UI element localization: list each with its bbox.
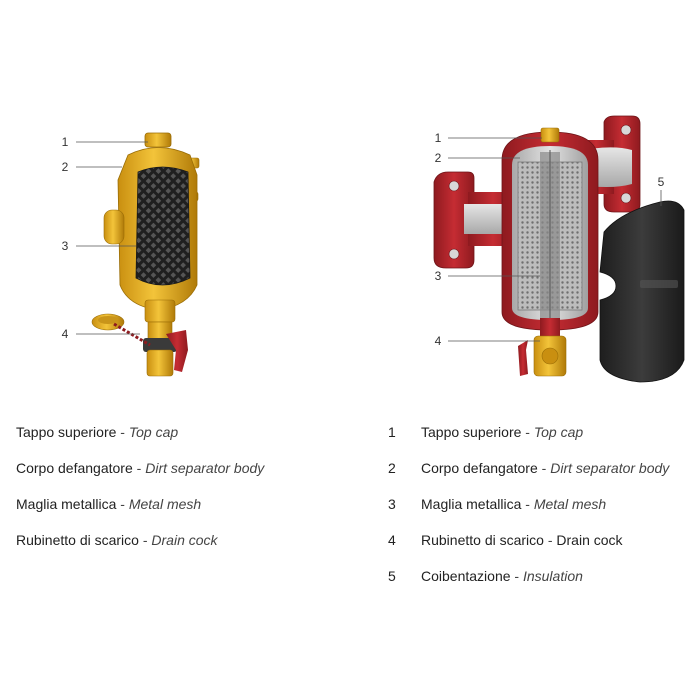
legend-left-en-2: Dirt separator body	[145, 460, 265, 476]
legend-right-it-1: Tappo superiore	[421, 424, 522, 440]
legend-right-num-2: 2	[388, 460, 396, 476]
callout-right-5: 5	[658, 175, 665, 189]
callout-left-3: 3	[62, 239, 69, 253]
callout-right-3: 3	[435, 269, 442, 283]
legend-right-num-5: 5	[388, 568, 396, 584]
top-cap-right	[540, 127, 560, 143]
legend-right-it-5: Coibentazione	[421, 568, 511, 584]
drain-cock-handle-left	[166, 330, 188, 372]
legend-right-en-3: Metal mesh	[533, 496, 607, 512]
drain-cock-handle-right	[518, 340, 528, 376]
callout-lines-right	[448, 137, 662, 342]
metal-mesh-left	[135, 166, 191, 286]
callout-left-1: 1	[62, 135, 69, 149]
legend-left-en-4: Drain cock	[151, 532, 218, 548]
legend-right-num-1: 1	[388, 424, 396, 440]
callout-numbers-left: 1 2 3 4	[62, 135, 69, 341]
legend-left-item: Tappo superiore - Top cap	[16, 424, 179, 440]
flanged-separator	[433, 115, 641, 377]
callout-right-4: 4	[435, 334, 442, 348]
legend-left-item: Rubinetto di scarico - Drain cock	[16, 532, 218, 548]
callout-right-2: 2	[435, 151, 442, 165]
legend-right-num-3: 3	[388, 496, 396, 512]
legend-left-it-1: Tappo superiore	[16, 424, 117, 440]
legend-left-en-1: Top cap	[128, 424, 179, 440]
callout-numbers-right: 1 2 3 4 5	[435, 131, 665, 348]
left-flange	[433, 171, 475, 269]
insulation-shell	[599, 200, 685, 383]
legend-right-it-3: Maglia metallica	[421, 496, 522, 512]
callout-lines-left	[76, 141, 148, 335]
brass-separator	[91, 132, 200, 377]
legend-left-item: Maglia metallica - Metal mesh	[16, 496, 202, 512]
callout-left-4: 4	[62, 327, 69, 341]
legend-right-it-2: Corpo defangatore	[421, 460, 538, 476]
callout-right-1: 1	[435, 131, 442, 145]
top-cap-left	[144, 132, 172, 148]
legend-right-en-4: Drain cock	[556, 532, 623, 548]
legend-right-en-1: Top cap	[533, 424, 584, 440]
legend-left-it-2: Corpo defangatore	[16, 460, 133, 476]
legend-right-en-5: Insulation	[522, 568, 583, 584]
legend-right-en-2: Dirt separator body	[550, 460, 670, 476]
legend-right-it-4: Rubinetto di scarico	[421, 532, 544, 548]
legend-right-num-4: 4	[388, 532, 396, 548]
legend-left-it-4: Rubinetto di scarico	[16, 532, 139, 548]
legend-left-item: Corpo defangatore - Dirt separator body	[16, 460, 265, 476]
legend-left-it-3: Maglia metallica	[16, 496, 117, 512]
callout-left-2: 2	[62, 160, 69, 174]
legend-left-en-3: Metal mesh	[128, 496, 202, 512]
